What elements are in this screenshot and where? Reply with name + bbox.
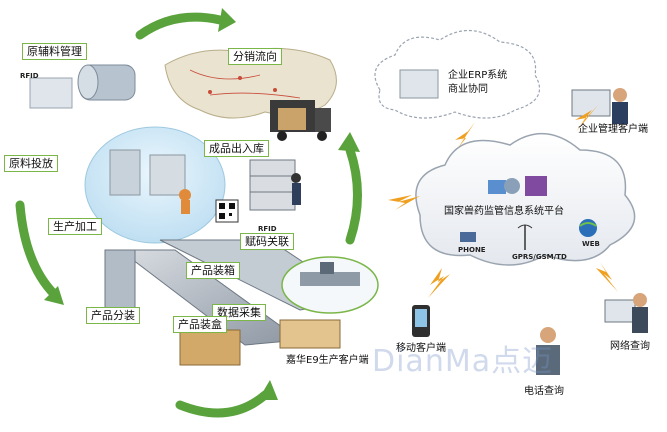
label-raw-aux-material: 原辅料管理	[22, 43, 87, 60]
label-platform: 国家兽药监管信息系统平台	[444, 206, 564, 217]
label-production: 生产加工	[48, 218, 102, 235]
label-erp-line1: 企业ERP系统	[448, 70, 508, 81]
rfid-tag-2: RFID	[258, 225, 277, 233]
data-collection-callout	[281, 256, 379, 314]
web-user-icon	[604, 293, 648, 333]
label-product-boxing: 产品装箱	[186, 262, 240, 279]
cycle-arrow-heads	[44, 8, 360, 400]
label-finished-inout: 成品出入库	[204, 140, 269, 157]
label-code-association: 赋码关联	[240, 233, 294, 250]
cycle-arrow-right	[345, 145, 362, 245]
raw-material-tank	[29, 64, 136, 109]
warehouse-rack	[249, 159, 301, 211]
watermark: DianMa点迈	[372, 344, 554, 379]
qr-code-icon	[215, 199, 239, 223]
label-phone: PHONE	[458, 246, 486, 254]
phone-user-icon	[536, 327, 560, 375]
label-product-packaging: 产品装盒	[173, 316, 227, 333]
globe-icon	[579, 219, 597, 237]
label-enterprise-client: 企业管理客户端	[578, 124, 648, 135]
production-dome	[84, 126, 226, 244]
erp-cloud	[374, 29, 540, 119]
label-distribution-flow: 分销流向	[228, 48, 282, 65]
cycle-arrow-left	[15, 200, 60, 300]
label-web: WEB	[582, 240, 600, 248]
label-producer-client: 嘉华E9生产客户端	[286, 355, 369, 366]
label-phone-query: 电话查询	[524, 386, 564, 397]
cycle-arrow-bottom	[175, 390, 270, 418]
phone-icon	[460, 232, 476, 242]
rfid-tag-1: RFID	[20, 72, 39, 80]
antenna-icon	[517, 224, 533, 250]
enterprise-computer	[571, 88, 628, 124]
cycle-arrow-top	[135, 12, 225, 40]
label-raw-feeding: 原料投放	[4, 155, 58, 172]
label-mobile-client: 移动客户端	[396, 343, 446, 354]
label-web-query: 网络查询	[610, 341, 650, 352]
delivery-truck	[270, 100, 331, 141]
label-product-split: 产品分装	[86, 307, 140, 324]
wireless-links	[388, 105, 618, 298]
cycle-arrows	[15, 12, 362, 418]
label-erp-line2: 商业协同	[448, 84, 488, 95]
label-gprs: GPRS/GSM/TD	[512, 253, 567, 261]
mobile-device-icon	[412, 305, 430, 337]
